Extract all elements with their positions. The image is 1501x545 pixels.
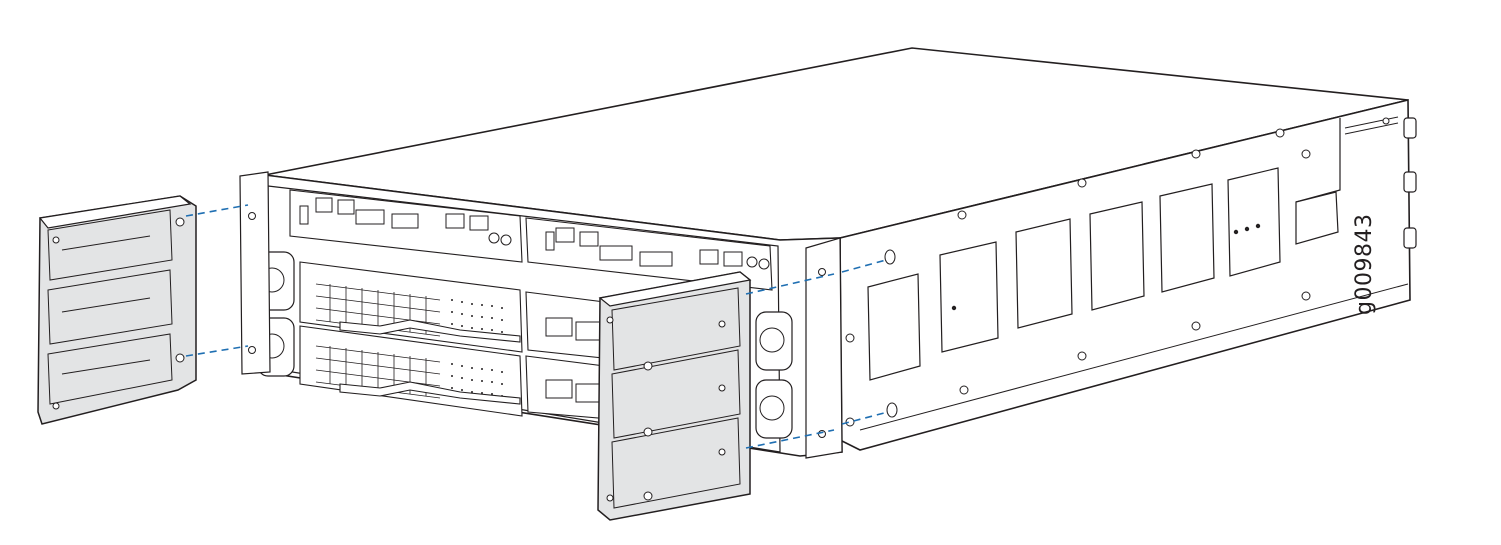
chassis — [239, 47, 1417, 459]
alignment-guide-lines — [185, 204, 889, 449]
side-vent-cutouts — [867, 167, 1339, 381]
figure-id-label: g009843 — [1352, 213, 1377, 315]
side-screw-holes — [845, 117, 1390, 427]
line-card-modules — [299, 261, 623, 421]
routing-engine-modules — [289, 189, 773, 291]
left-front-mounting-bracket — [37, 195, 197, 425]
right-front-mounting-bracket — [597, 271, 752, 521]
mounting-screws — [884, 249, 898, 418]
